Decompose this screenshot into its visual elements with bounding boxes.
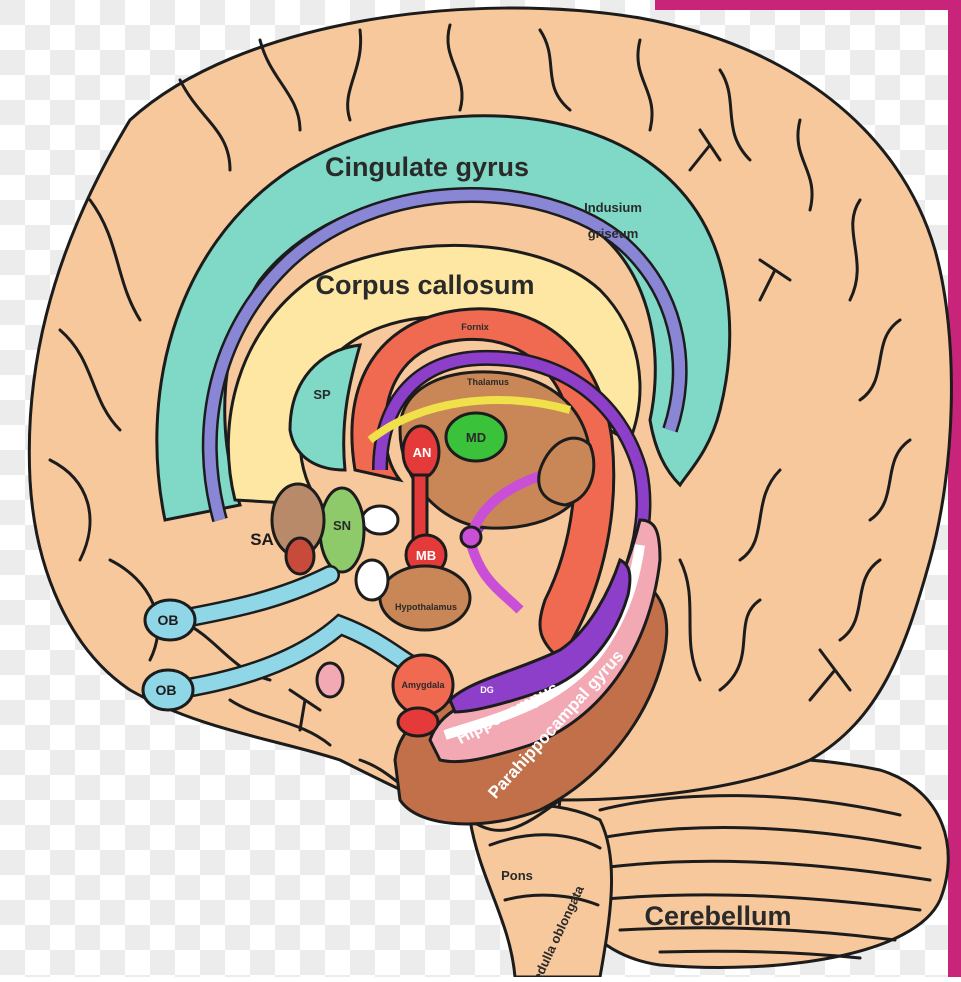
habenula — [461, 527, 481, 547]
amygdala-lower — [398, 708, 438, 736]
label-ob-upper: OB — [158, 612, 179, 628]
label-md: MD — [466, 430, 486, 445]
label-mb: MB — [416, 548, 436, 563]
label-an: AN — [413, 445, 432, 460]
optic-chiasm — [356, 560, 388, 600]
label-sa: SA — [250, 530, 274, 549]
label-sp: SP — [313, 387, 331, 402]
label-pons: Pons — [501, 868, 533, 883]
septal-area-core — [286, 538, 314, 574]
label-sn: SN — [333, 518, 351, 533]
label-amygdala: Amygdala — [401, 680, 445, 690]
hypothalamus — [380, 566, 470, 630]
label-ob-lower: OB — [156, 682, 177, 698]
frame-border-right — [948, 0, 961, 977]
label-indusium-line1: Indusium — [584, 200, 642, 215]
label-thalamus: Thalamus — [467, 377, 509, 387]
label-corpus-callosum: Corpus callosum — [315, 270, 534, 300]
label-fornix: Fornix — [461, 322, 489, 332]
label-cingulate-gyrus: Cingulate gyrus — [325, 152, 529, 182]
label-cerebellum: Cerebellum — [644, 901, 791, 931]
label-dg: DG — [480, 685, 494, 695]
label-indusium-line2: griseum — [588, 226, 639, 241]
frame-border-top — [655, 0, 961, 10]
label-hypothalamus: Hypothalamus — [395, 602, 457, 612]
anterior-commissure — [362, 506, 398, 534]
small-pink-nucleus — [317, 663, 343, 697]
